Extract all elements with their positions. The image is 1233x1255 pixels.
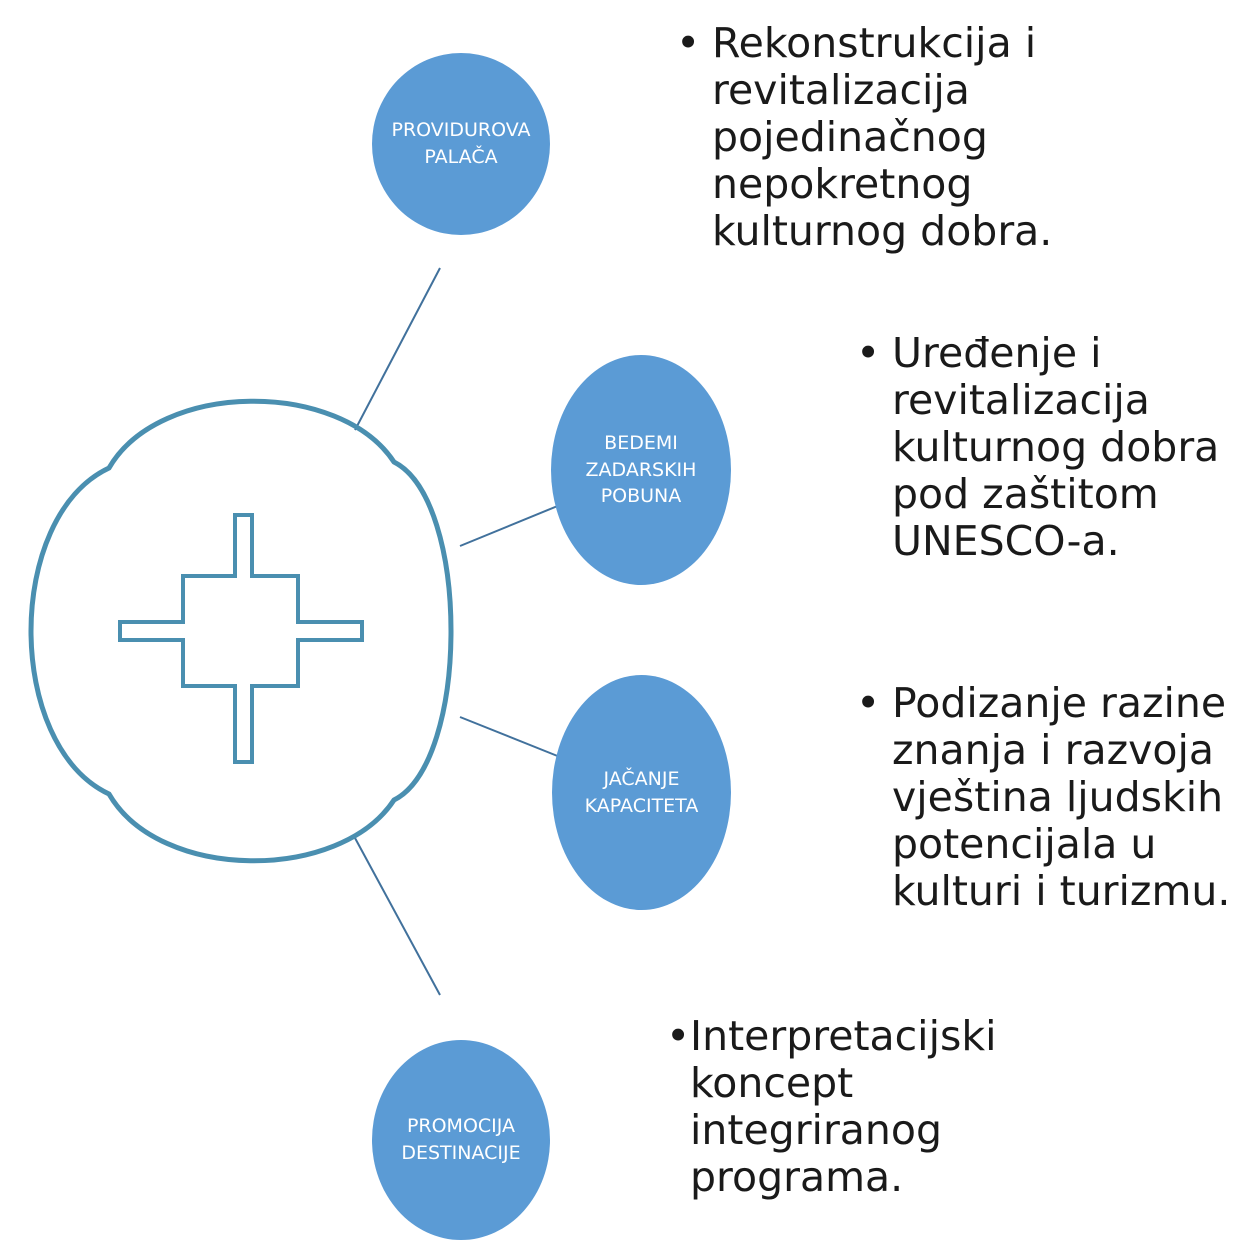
description-line: kulturi i turizmu. <box>892 867 1231 915</box>
node-bedemi-zadarskih-pobuna[interactable]: BEDEMI ZADARSKIH POBUNA <box>551 355 731 585</box>
description-line: pod zaštitom <box>892 470 1159 518</box>
connector-line-1 <box>354 267 441 431</box>
description-line: UNESCO-a. <box>892 517 1120 565</box>
description-line: potencijala u <box>892 820 1157 868</box>
description-line: Interpretacijski <box>690 1012 997 1060</box>
description-line: Uređenje i <box>892 329 1102 377</box>
connector-lines <box>354 267 561 996</box>
bullet-dot: • <box>676 19 701 67</box>
description-line: integriranog <box>690 1106 943 1154</box>
hub-icon <box>28 398 454 864</box>
connector-line-3 <box>459 716 561 758</box>
description-line: koncept <box>690 1059 854 1107</box>
description-line: vještina ljudskih <box>892 773 1224 821</box>
description-line: kulturnog dobra <box>892 423 1220 471</box>
description-line: revitalizacija <box>712 66 970 114</box>
description-2: • Uređenje i revitalizacija kulturnog do… <box>856 329 1220 565</box>
description-line: programa. <box>690 1153 904 1201</box>
connector-line-2 <box>459 504 561 547</box>
node-label: JAČANJE KAPACITETA <box>584 767 699 817</box>
node-providurova-palaca[interactable]: PROVIDUROVA PALAČA <box>372 53 550 235</box>
bullet-dot: • <box>856 679 881 727</box>
quatrefoil-outline-icon <box>28 398 454 864</box>
node-label: PROMOCIJA DESTINACIJE <box>401 1115 521 1164</box>
description-line: Rekonstrukcija i <box>712 19 1037 67</box>
description-line: Podizanje razine <box>892 679 1227 727</box>
node-label: BEDEMI ZADARSKIH POBUNA <box>585 432 697 508</box>
description-line: znanja i razvoja <box>892 726 1214 774</box>
bullet-dot: • <box>856 329 881 377</box>
description-line: kulturnog dobra. <box>712 207 1053 255</box>
description-3: • Podizanje razine znanja i razvoja vješ… <box>856 679 1231 915</box>
description-1: • Rekonstrukcija i revitalizacija pojedi… <box>676 19 1053 255</box>
node-promocija-destinacije[interactable]: PROMOCIJA DESTINACIJE <box>372 1040 550 1240</box>
description-line: revitalizacija <box>892 376 1150 424</box>
node-label: PROVIDUROVA PALAČA <box>391 119 531 168</box>
node-jacanje-kapaciteta[interactable]: JAČANJE KAPACITETA <box>552 675 731 910</box>
connector-line-4 <box>354 837 441 996</box>
cross-icon <box>118 513 364 764</box>
bullet-dot: • <box>666 1012 691 1060</box>
description-4: • Interpretacijski koncept integriranog … <box>666 1012 997 1201</box>
description-line: pojedinačnog <box>712 113 988 161</box>
description-line: nepokretnog <box>712 160 973 208</box>
